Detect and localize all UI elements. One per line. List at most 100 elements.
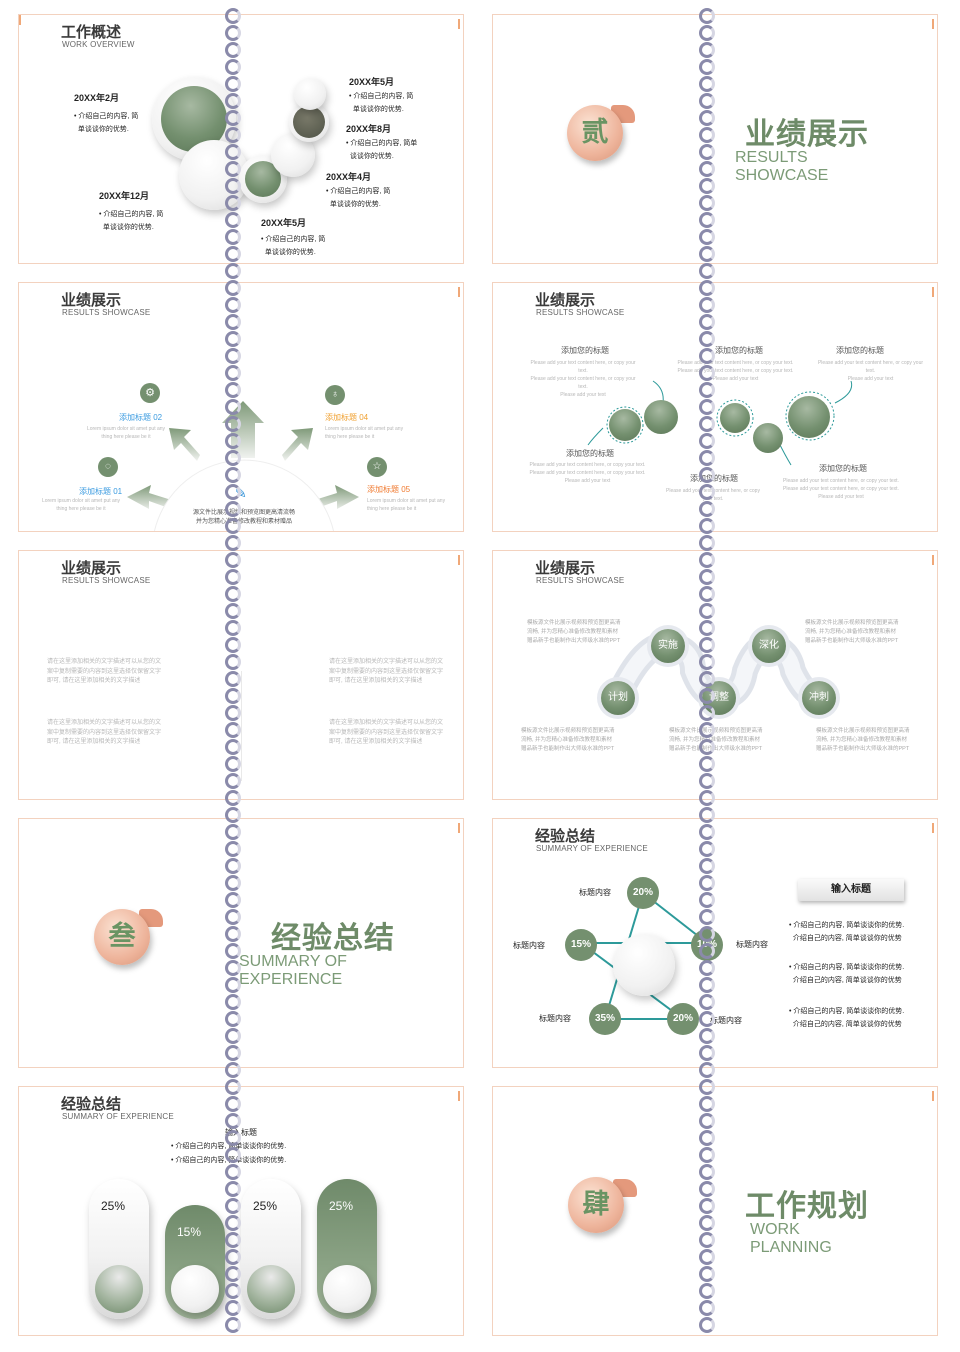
- spiral-ring: [699, 110, 715, 126]
- spiral-ring: [225, 1147, 241, 1163]
- text-block: 请在这里添加相关的文字描述可以从您的文案中复制需要的内容到这里选择仅保留文字即可…: [329, 659, 444, 685]
- item-label: 添加标题 05: [367, 485, 411, 494]
- spiral-ring: [699, 892, 715, 908]
- slide-results-4[interactable]: 业绩展示 RESULTS SHOWCASE 计划 实施 调整 深化 冲刺 模板源…: [492, 550, 938, 800]
- spiral-ring: [699, 331, 715, 347]
- semicircle: [153, 459, 335, 531]
- input-title-box[interactable]: 输入标题: [798, 879, 904, 901]
- spiral-ring: [699, 433, 715, 449]
- block-text: Please add your text content here, or co…: [783, 478, 899, 500]
- stat-node: 20%: [667, 1003, 699, 1035]
- spiral-ring: [225, 1045, 241, 1061]
- spiral-ring: [699, 926, 715, 942]
- stat-node: 35%: [589, 1003, 621, 1035]
- spiral-ring: [225, 1266, 241, 1282]
- divider: [241, 671, 242, 781]
- step-node-sprint: 冲刺: [802, 681, 836, 715]
- spiral-ring: [699, 960, 715, 976]
- spiral-ring: [225, 331, 241, 347]
- center-text: 源文件比展示视频和预览图更高清流畅并为您精心准备修改教程和素材赠品: [192, 510, 295, 525]
- spiral-ring: [699, 8, 715, 24]
- spiral-ring: [699, 518, 715, 534]
- spiral-ring: [699, 93, 715, 109]
- corner-mark: [932, 555, 934, 565]
- spiral-ring: [225, 76, 241, 92]
- slide-subtitle: RESULTS SHOWCASE: [62, 576, 151, 585]
- gear-icon: ⚙: [140, 383, 160, 403]
- section-title: 工作规划: [745, 1189, 869, 1224]
- spiral-ring: [699, 76, 715, 92]
- slide-results-3[interactable]: 业绩展示 RESULTS SHOWCASE 请在这里添加相关的文字描述可以从您的…: [18, 550, 464, 800]
- spiral-ring: [225, 671, 241, 687]
- bullet-block: • 介绍自己的内容, 简单谈谈你的优势. 介绍自己的内容, 简单谈谈你的优势: [789, 922, 905, 942]
- spiral-ring: [225, 943, 241, 959]
- spiral-ring: [225, 586, 241, 602]
- block-heading: 添加您的标题: [561, 346, 609, 355]
- spiral-ring: [225, 960, 241, 976]
- spiral-ring: [699, 399, 715, 415]
- step-text: 模板源文件比展示视频和预览图更高清流畅, 并为您精心准备修改教程和素材赠品新手也…: [527, 620, 621, 644]
- spiral-ring: [225, 1011, 241, 1027]
- spiral-ring: [699, 688, 715, 704]
- corner-mark: [458, 19, 460, 29]
- spiral-ring: [225, 161, 241, 177]
- spiral-ring: [225, 875, 241, 891]
- flow-node: [788, 396, 830, 438]
- slide-title: 经验总结: [61, 1095, 122, 1113]
- spiral-ring: [699, 773, 715, 789]
- spiral-ring: [225, 1215, 241, 1231]
- spiral-ring: [699, 348, 715, 364]
- pill-value: 15%: [177, 1225, 202, 1239]
- spiral-ring: [225, 1300, 241, 1316]
- slide-results-2[interactable]: 业绩展示 RESULTS SHOWCASE 添加您的标题 Please add …: [492, 282, 938, 532]
- slide-subtitle: RESULTS SHOWCASE: [536, 308, 625, 317]
- pill-knob: [171, 1265, 219, 1313]
- slide-summary-2[interactable]: 经验总结 SUMMARY OF EXPERIENCE 输入标题 • 介绍自己的内…: [18, 1086, 464, 1336]
- text-block: 请在这里添加相关的文字描述可以从您的文案中复制需要的内容到这里选择仅保留文字即可…: [47, 720, 162, 746]
- spiral-ring: [699, 637, 715, 653]
- spiral-ring: [699, 552, 715, 568]
- spiral-ring: [699, 263, 715, 279]
- block-title: 输入标题: [225, 1128, 257, 1137]
- slide-work-overview[interactable]: 工作概述 WORK OVERVIEW 20XX年2月 • 介绍自己的内容, 简 …: [18, 14, 464, 264]
- spiral-ring: [225, 637, 241, 653]
- spiral-ring: [699, 450, 715, 466]
- timeline-desc: • 介绍自己的内容, 简 单谈谈你的优势.: [349, 93, 414, 113]
- corner-mark: [932, 287, 934, 297]
- spiral-ring: [225, 688, 241, 704]
- spiral-ring: [699, 790, 715, 806]
- step-text: 模板源文件比展示视频和预览图更高清流畅, 并为您精心准备修改教程和素材赠品新手也…: [521, 728, 615, 752]
- seal-badge: 肆: [568, 1177, 624, 1233]
- timeline-date: 20XX年5月: [349, 77, 395, 87]
- timeline-desc: • 介绍自己的内容, 简单 谈谈你的优势.: [346, 140, 418, 160]
- pill-value: 25%: [101, 1199, 126, 1213]
- step-text: 模板源文件比展示视频和预览图更高清流畅, 并为您精心准备修改教程和素材赠品新手也…: [669, 728, 763, 752]
- step-text: 模板源文件比展示视频和预览图更高清流畅, 并为您精心准备修改教程和素材赠品新手也…: [816, 728, 910, 752]
- flow-node: [753, 423, 783, 453]
- spiral-ring: [225, 909, 241, 925]
- block-text: Please add your text content here, or co…: [529, 462, 646, 484]
- spiral-ring: [699, 722, 715, 738]
- timeline-date: 20XX年12月: [99, 191, 150, 201]
- block-text: Please add your text content here, or co…: [530, 360, 636, 398]
- spiral-ring: [699, 195, 715, 211]
- spiral-ring: [225, 348, 241, 364]
- flow-node: [609, 409, 641, 441]
- slide-results-1[interactable]: 业绩展示 RESULTS SHOWCASE ✎ 源文件比展示视频和预览图更高清流…: [18, 282, 464, 532]
- spiral-ring: [225, 977, 241, 993]
- spiral-ring: [699, 1249, 715, 1265]
- spiral-ring: [699, 654, 715, 670]
- slide-summary-1[interactable]: 经验总结 SUMMARY OF EXPERIENCE 20% 10% 20% 3…: [492, 818, 938, 1068]
- pill-knob: [95, 1265, 143, 1313]
- spiral-ring: [699, 943, 715, 959]
- spiral-ring: [699, 144, 715, 160]
- spiral-ring: [699, 1266, 715, 1282]
- corner-mark: [19, 15, 21, 25]
- text-block: 请在这里添加相关的文字描述可以从您的文案中复制需要的内容到这里选择仅保留文字即可…: [47, 659, 162, 685]
- slide-subtitle: RESULTS SHOWCASE: [62, 308, 151, 317]
- spiral-ring: [699, 42, 715, 58]
